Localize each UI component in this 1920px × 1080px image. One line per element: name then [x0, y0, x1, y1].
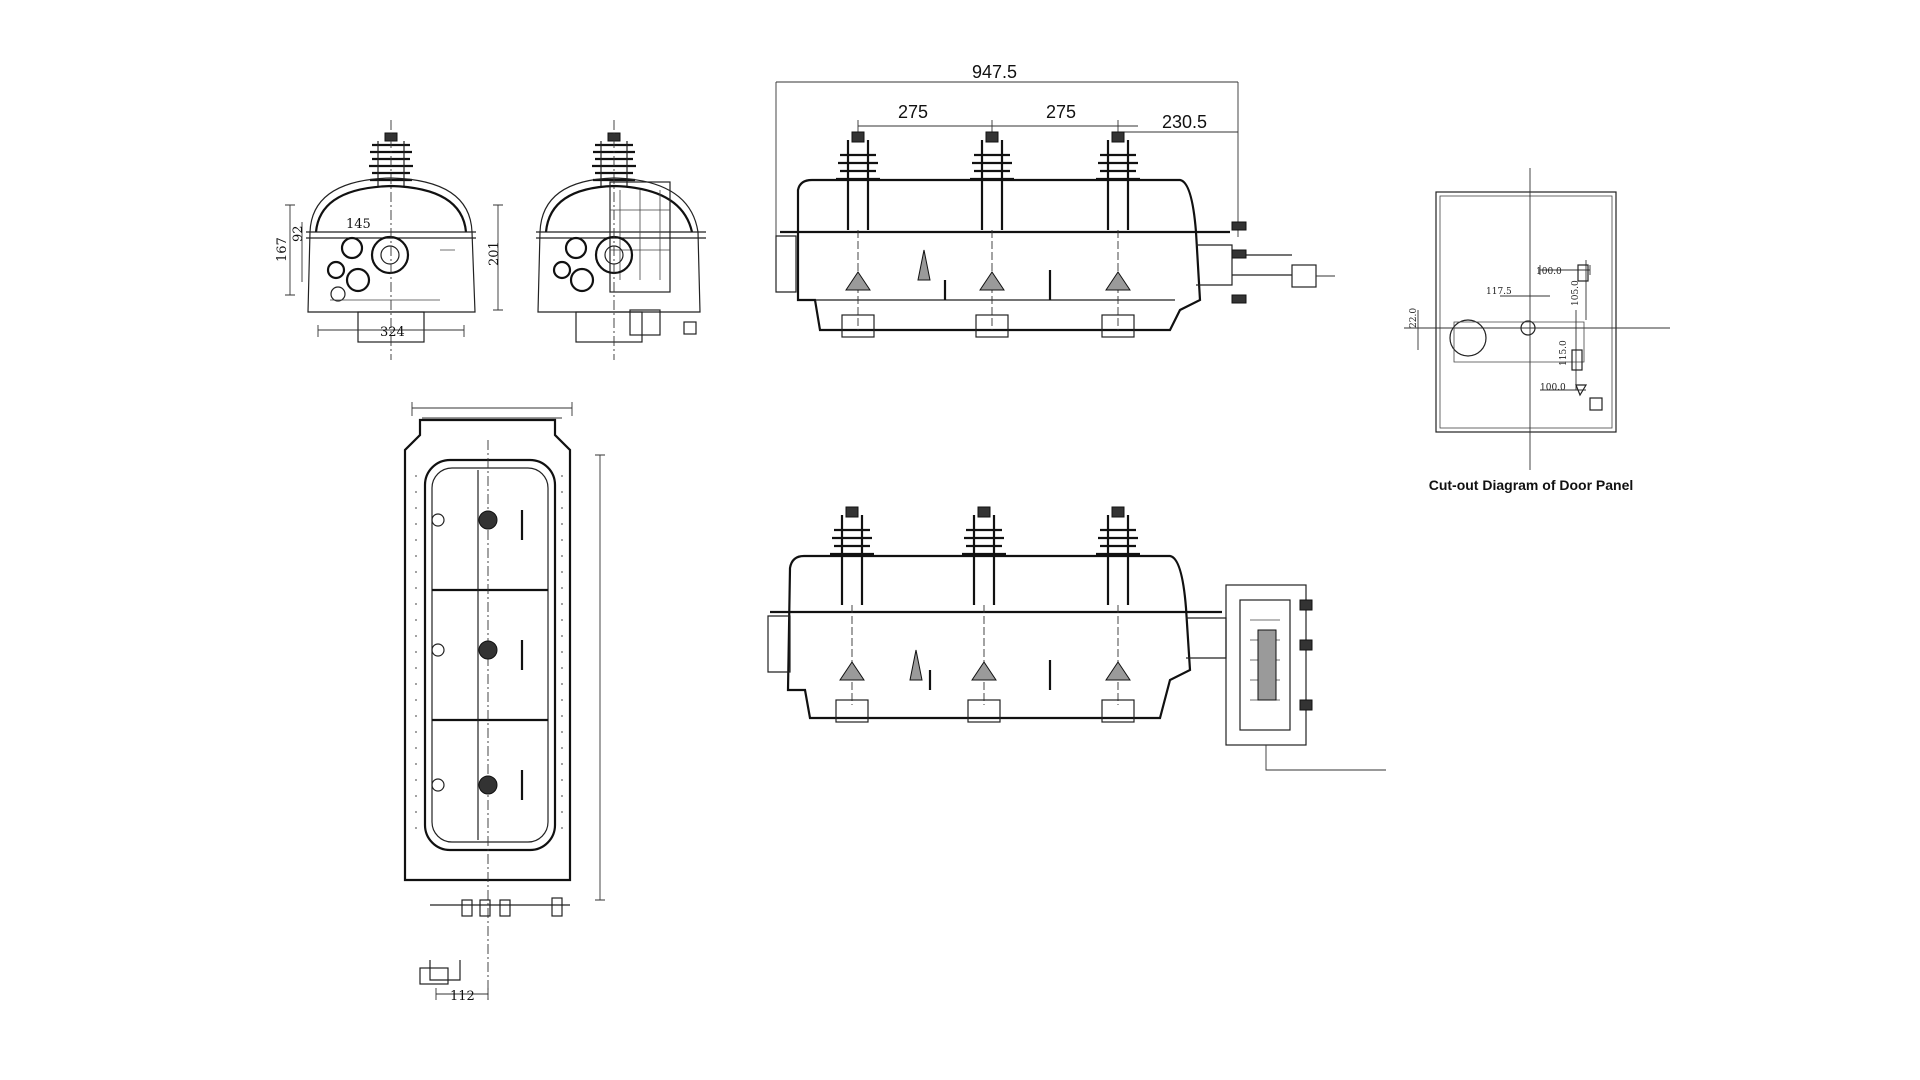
side-view-top: 947.5 275 275 230.5 [775, 62, 1335, 338]
plan-view-dims: 112 [435, 988, 489, 1004]
dim-offset-bottom: 112 [450, 989, 475, 1004]
dim-inner-width: 145 [346, 217, 371, 232]
side-view-top-bushing-2 [970, 131, 1014, 338]
door-panel-dims: 100.0 117.5 22.0 105.0 115.0 100.0 [1409, 267, 1581, 393]
dim-overall-length: 947.5 [972, 62, 1017, 82]
door-dim-3: 22.0 [1409, 308, 1419, 328]
side-view-bottom-bushing-3 [1096, 506, 1140, 723]
door-dim-6: 100.0 [1540, 383, 1566, 393]
door-dim-5: 115.0 [1559, 340, 1569, 366]
side-view-top-bushing-1 [836, 131, 880, 338]
dim-pitch-2: 275 [1046, 102, 1076, 122]
door-dim-1: 100.0 [1536, 267, 1562, 277]
side-view-bottom [767, 506, 1386, 771]
side-view-top-bushing-3 [1096, 131, 1140, 338]
dim-pitch-1: 275 [898, 102, 928, 122]
dim-height-inner: 92 [291, 225, 306, 242]
dim-width: 324 [380, 325, 405, 340]
side-view-bottom-bushing-2 [962, 506, 1006, 723]
front-view-left: 324 145 167 92 201 [275, 120, 503, 360]
dim-height-left: 167 [275, 237, 290, 262]
door-dim-2: 117.5 [1486, 287, 1512, 297]
door-panel-diagram: 100.0 117.5 22.0 105.0 115.0 100.0 Cut-o… [1404, 168, 1670, 493]
side-view-bottom-mechanism [1186, 584, 1386, 771]
door-panel-caption: Cut-out Diagram of Door Panel [1429, 477, 1634, 493]
front-view-left-dims: 324 145 167 92 201 [275, 204, 503, 340]
dim-end-offset: 230.5 [1162, 112, 1207, 132]
door-dim-4: 105.0 [1571, 280, 1581, 306]
side-view-top-dims: 947.5 275 275 230.5 [775, 62, 1239, 237]
front-view-right [536, 120, 706, 360]
side-view-bottom-bushing-1 [830, 506, 874, 723]
plan-view: 112 [403, 402, 605, 1004]
dim-height-right: 201 [487, 241, 502, 266]
